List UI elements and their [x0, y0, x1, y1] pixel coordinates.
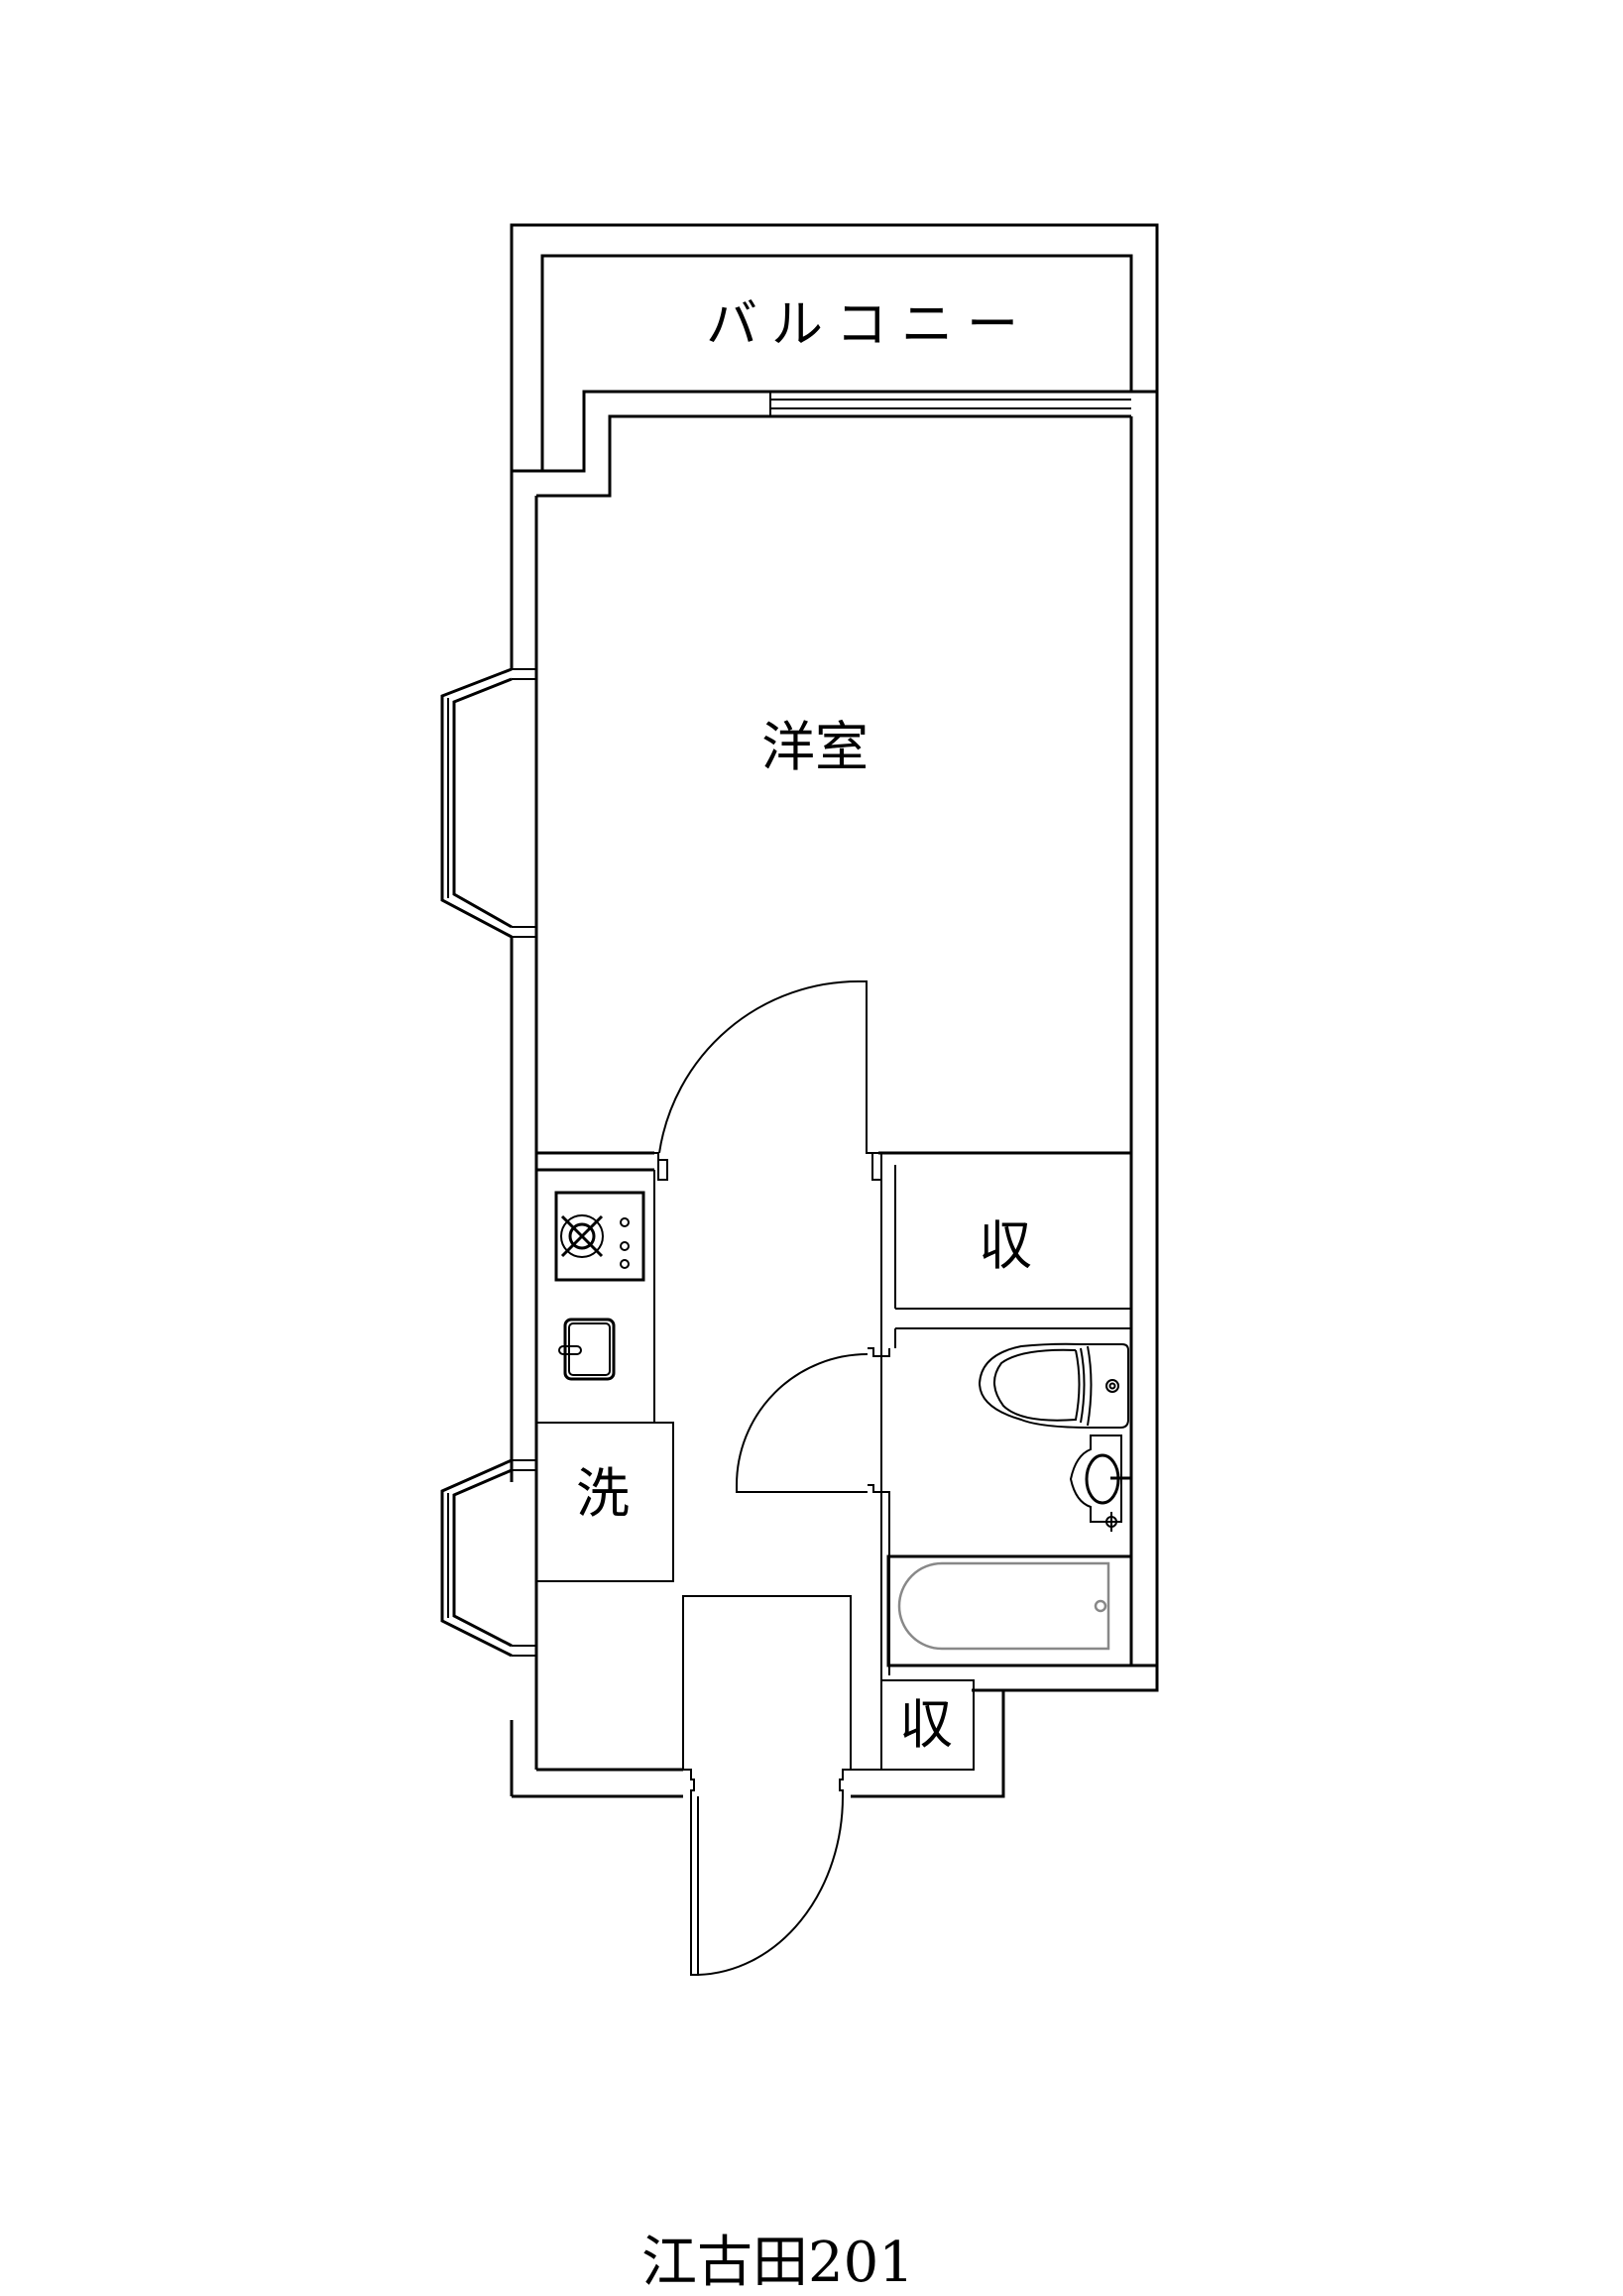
toilet-icon [978, 1342, 1129, 1429]
entrance-door [682, 1595, 852, 1976]
bathroom-outline [881, 1664, 1157, 1692]
kitchen-counter [536, 1170, 674, 1424]
room-door [536, 979, 1131, 1181]
bay-window-lower [440, 1458, 536, 1658]
storage-small [851, 1679, 975, 1771]
bathroom-door [736, 1347, 890, 1770]
balcony-label: バルコニー [706, 295, 1032, 355]
kitchen-sink-icon [563, 1318, 616, 1381]
gas-stove-icon [554, 1191, 645, 1282]
washer-space [535, 1422, 674, 1582]
outer-walls [510, 223, 1159, 1798]
plan-title: 江古田201 [641, 2231, 914, 2295]
storage-main [880, 1153, 1131, 1497]
western-room-label: 洋室 [761, 716, 869, 778]
bay-window-upper [440, 667, 536, 939]
bathtub-icon [886, 1554, 1133, 1667]
storage-main-label: 収 [979, 1214, 1032, 1277]
storage-small-label: 収 [899, 1693, 953, 1756]
wash-basin-icon [1069, 1435, 1131, 1532]
washer-label: 洗 [576, 1462, 630, 1525]
